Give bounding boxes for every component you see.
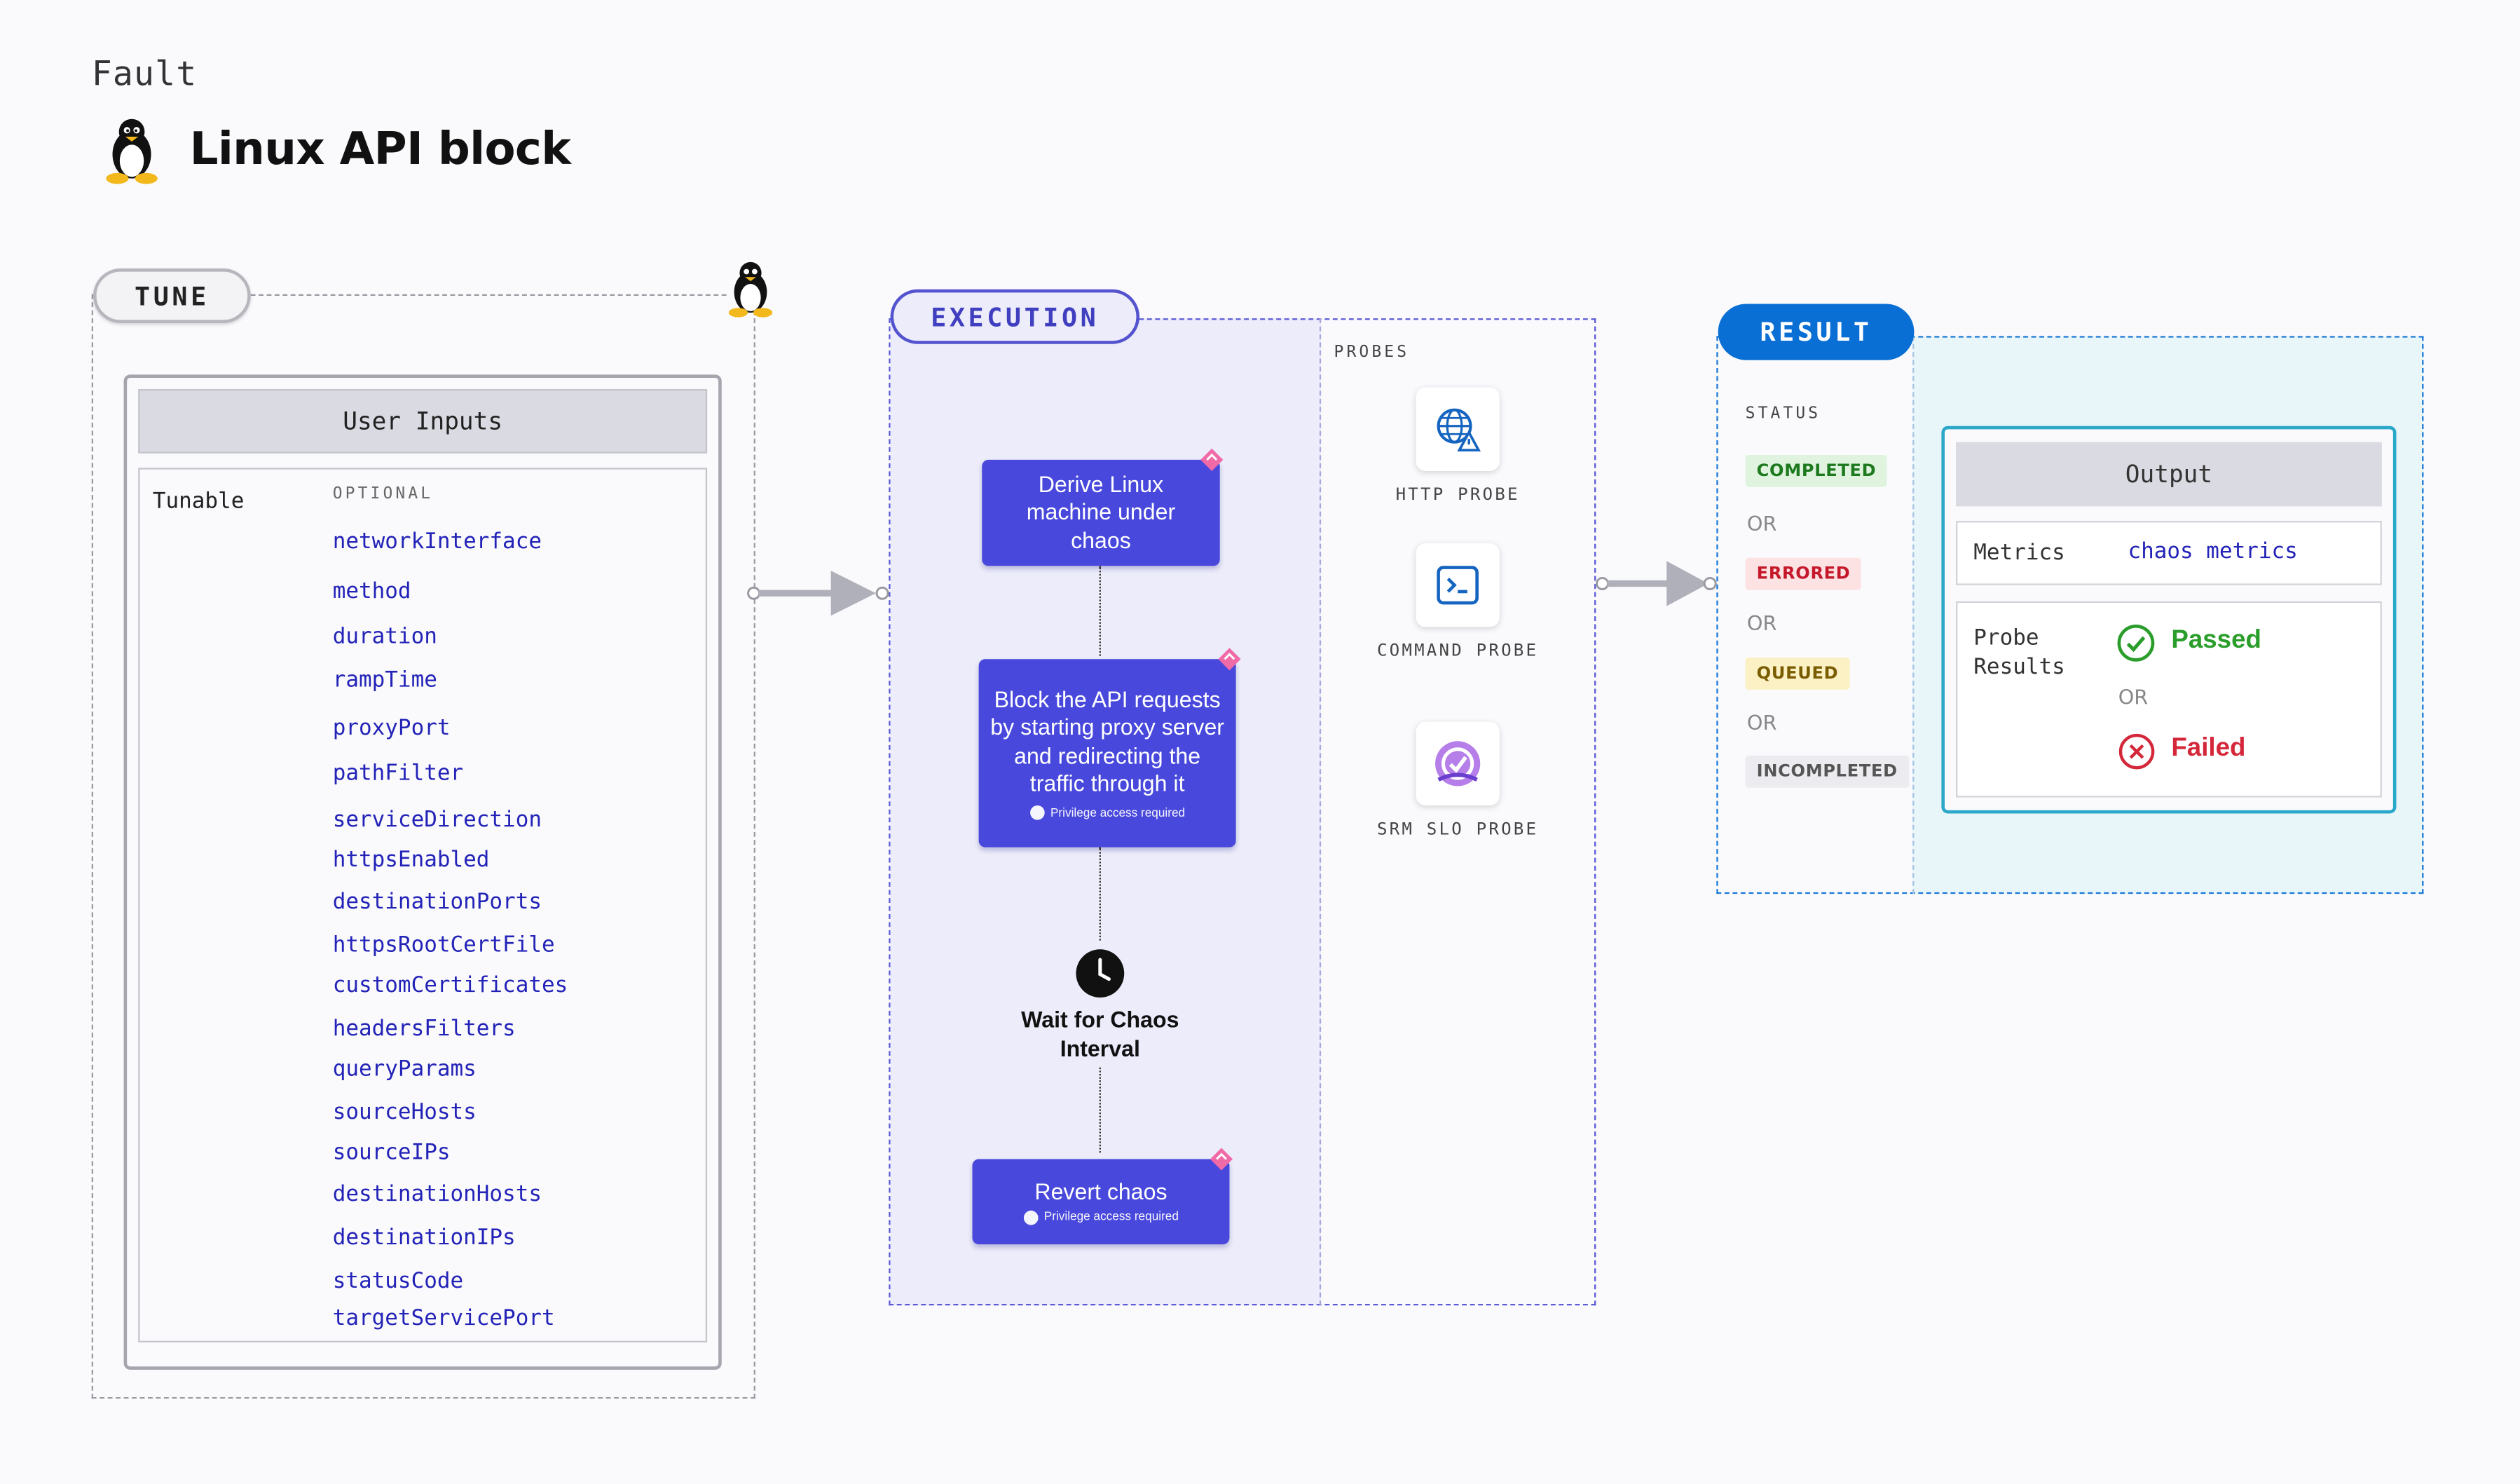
param-item: targetServicePort [332, 1305, 555, 1331]
status-label: STATUS [1745, 404, 1821, 423]
param-item: headersFilters [332, 1016, 516, 1042]
param-item: proxyPort [332, 715, 451, 742]
step-label: Derive Linux machine under chaos [1026, 470, 1176, 553]
check-circle-icon [2117, 624, 2155, 662]
srm-slo-probe-label: SRM SLO PROBE [1376, 819, 1539, 840]
tune-pill: TUNE [93, 268, 251, 323]
param-item: destinationIPs [332, 1225, 516, 1251]
step-label: Block the API requests by starting proxy… [990, 686, 1224, 796]
or-separator: OR [1746, 611, 1777, 635]
wait-chaos-interval: Wait for Chaos Interval [1021, 1006, 1179, 1061]
or-separator: OR [1746, 511, 1777, 536]
param-item: destinationHosts [332, 1181, 542, 1208]
terminal-icon [1437, 566, 1479, 605]
user-inputs-header: User Inputs [138, 389, 708, 454]
metrics-label: Metrics [1973, 540, 2065, 566]
param-item: httpsEnabled [332, 847, 490, 873]
probes-label: PROBES [1334, 343, 1410, 362]
chaos-badge-icon [1218, 648, 1241, 671]
metrics-row [1956, 521, 2382, 585]
probe-passed: Passed [2171, 627, 2261, 655]
tux-penguin-icon [100, 116, 164, 186]
privilege-note: Privilege access required [1022, 1209, 1179, 1225]
execution-divider [1319, 318, 1322, 1306]
srm-gauge-icon [1435, 741, 1481, 787]
execution-section [889, 318, 1596, 1306]
param-item: customCertificates [332, 972, 568, 999]
step-block-api: Block the API requests by starting proxy… [978, 659, 1236, 847]
param-item: serviceDirection [332, 807, 542, 833]
tux-penguin-icon [723, 257, 778, 322]
x-circle-icon [2118, 733, 2155, 770]
param-item: statusCode [332, 1268, 464, 1295]
param-item: pathFilter [332, 760, 464, 787]
http-probe-label: HTTP PROBE [1395, 485, 1520, 505]
param-item: queryParams [332, 1056, 477, 1082]
output-header: Output [1956, 442, 2382, 507]
flow-connector [1099, 847, 1101, 941]
param-item: method [332, 578, 411, 605]
result-section [1716, 336, 2424, 894]
flow-arrow [1596, 561, 1717, 606]
flow-connector [1099, 566, 1101, 656]
status-queued-badge: QUEUED [1745, 658, 1850, 690]
flow-arrow [747, 571, 889, 616]
probe-results-row [1956, 601, 2382, 798]
param-item: sourceIPs [332, 1140, 451, 1166]
status-completed-badge: COMPLETED [1745, 455, 1888, 487]
step-revert-chaos: Revert chaos Privilege access required [972, 1159, 1230, 1245]
param-item: duration [332, 623, 437, 650]
param-item: httpsRootCertFile [332, 932, 555, 958]
command-probe-label: COMMAND PROBE [1376, 641, 1539, 661]
probe-results-label: Probe Results [1973, 625, 2065, 681]
srm-slo-probe-card [1416, 721, 1500, 805]
result-divider [1912, 336, 1915, 894]
step-label: Revert chaos [1034, 1178, 1167, 1204]
lock-icon [1029, 805, 1044, 820]
globe-warning-icon [1437, 408, 1481, 451]
or-separator: OR [1746, 710, 1777, 735]
page-title: Linux API block [189, 122, 571, 175]
execution-pill: EXECUTION [890, 289, 1140, 344]
probe-failed: Failed [2171, 735, 2246, 763]
or-separator: OR [2118, 684, 2149, 709]
metrics-value: chaos metrics [2128, 538, 2298, 564]
status-errored-badge: ERRORED [1745, 557, 1862, 590]
privilege-note: Privilege access required [1029, 805, 1185, 821]
lock-icon [1022, 1210, 1038, 1225]
param-item: rampTime [332, 667, 437, 693]
tunable-label: Tunable [152, 489, 245, 515]
user-inputs-body [138, 468, 708, 1342]
flow-connector [1099, 1067, 1101, 1153]
tune-top-border [250, 294, 727, 296]
privilege-label: Privilege access required [1050, 804, 1186, 819]
param-item: networkInterface [332, 529, 542, 555]
fault-label: Fault [91, 54, 198, 94]
chaos-badge-icon [1210, 1148, 1233, 1171]
clock-icon [1076, 949, 1125, 998]
step-derive-machine: Derive Linux machine under chaos [982, 459, 1220, 566]
param-item: destinationPorts [332, 889, 542, 915]
command-probe-card [1416, 543, 1500, 627]
privilege-label: Privilege access required [1043, 1209, 1179, 1224]
chaos-badge-icon [1200, 448, 1224, 471]
status-incompleted-badge: INCOMPLETED [1745, 755, 1909, 788]
tune-section [91, 294, 755, 1399]
http-probe-card [1416, 387, 1500, 471]
optional-label: OPTIONAL [332, 485, 434, 503]
param-item: sourceHosts [332, 1099, 477, 1126]
result-pill: RESULT [1718, 304, 1915, 360]
